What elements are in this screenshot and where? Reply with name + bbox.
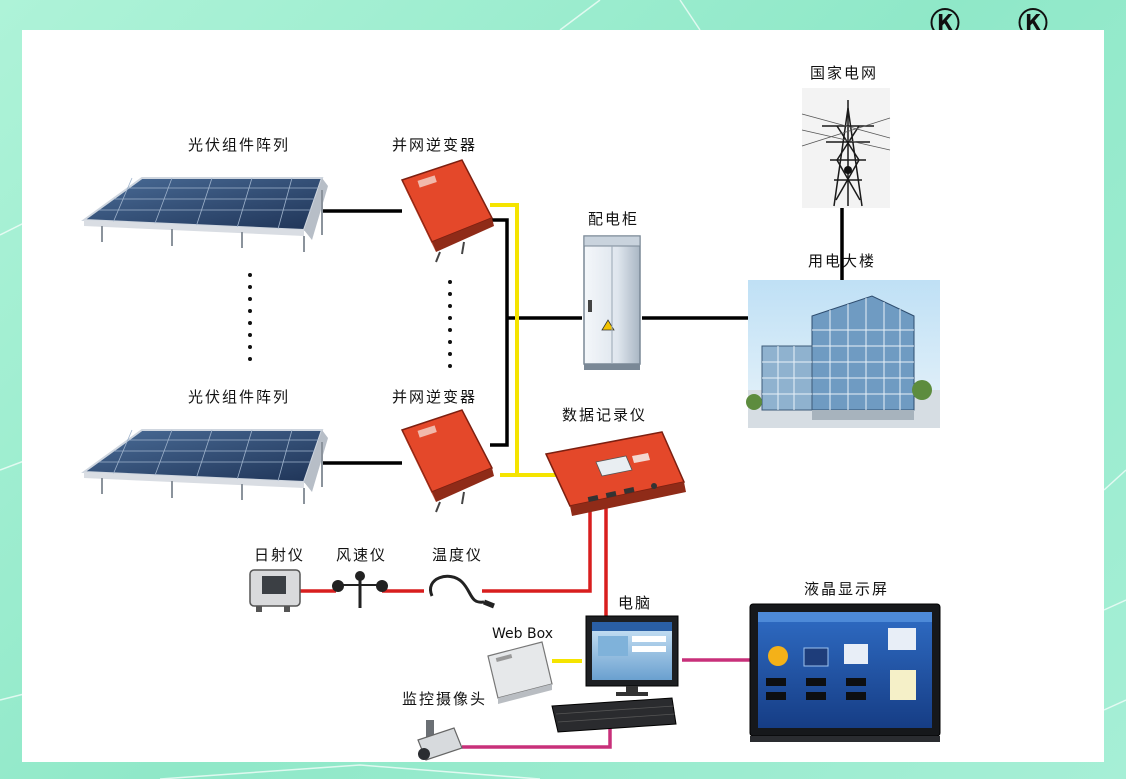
dots-left	[248, 273, 252, 361]
web-box-image	[487, 641, 553, 704]
computer-image	[551, 615, 679, 733]
data-logger-label: 数据记录仪	[562, 406, 648, 424]
power-line-inverters	[490, 218, 509, 447]
anemometer-label: 风速仪	[336, 546, 388, 564]
inverter-2-label: 并网逆变器	[392, 388, 478, 406]
diagram-panel: 光伏组件阵列 并网逆变器 国家电网 配电柜 用电大楼 光伏组件阵列 并网逆变器 …	[22, 30, 1104, 762]
pv-array-1-label: 光伏组件阵列	[188, 136, 291, 154]
irradiance-meter-image	[249, 569, 301, 612]
data-line-inverters	[490, 203, 562, 477]
power-lines	[322, 208, 844, 465]
distribution-cabinet-image	[583, 235, 641, 370]
data-lines	[490, 203, 582, 663]
anemometer-image	[332, 571, 388, 608]
system-diagram	[81, 88, 941, 761]
national-grid-image	[801, 88, 891, 208]
lcd-screen-image	[749, 603, 941, 742]
inverter-1-image	[400, 159, 494, 263]
line-camera-computer	[462, 722, 612, 749]
computer-label: 电脑	[618, 594, 653, 612]
sensor-lines	[300, 508, 608, 620]
pv-array-1-image	[81, 177, 328, 252]
thermometer-label: 温度仪	[432, 546, 484, 564]
inverter-2-image	[400, 409, 494, 513]
irradiance-meter-label: 日射仪	[254, 546, 306, 564]
camera-label: 监控摄像头	[402, 690, 488, 708]
sensor-line-to-logger	[482, 508, 592, 593]
building-label: 用电大楼	[808, 252, 877, 270]
pv-array-2-image	[81, 429, 328, 504]
display-lines	[462, 658, 750, 749]
data-logger-image	[544, 431, 686, 516]
dots-middle	[448, 280, 452, 368]
web-box-label: Web Box	[492, 626, 553, 642]
camera-image	[417, 720, 463, 761]
inverter-1-label: 并网逆变器	[392, 136, 478, 154]
distribution-cabinet-label: 配电柜	[588, 210, 640, 228]
lcd-screen-label: 液晶显示屏	[804, 580, 890, 598]
thermometer-image	[429, 574, 495, 609]
national-grid-label: 国家电网	[810, 64, 879, 82]
building-image	[746, 280, 940, 428]
pv-array-2-label: 光伏组件阵列	[188, 388, 291, 406]
